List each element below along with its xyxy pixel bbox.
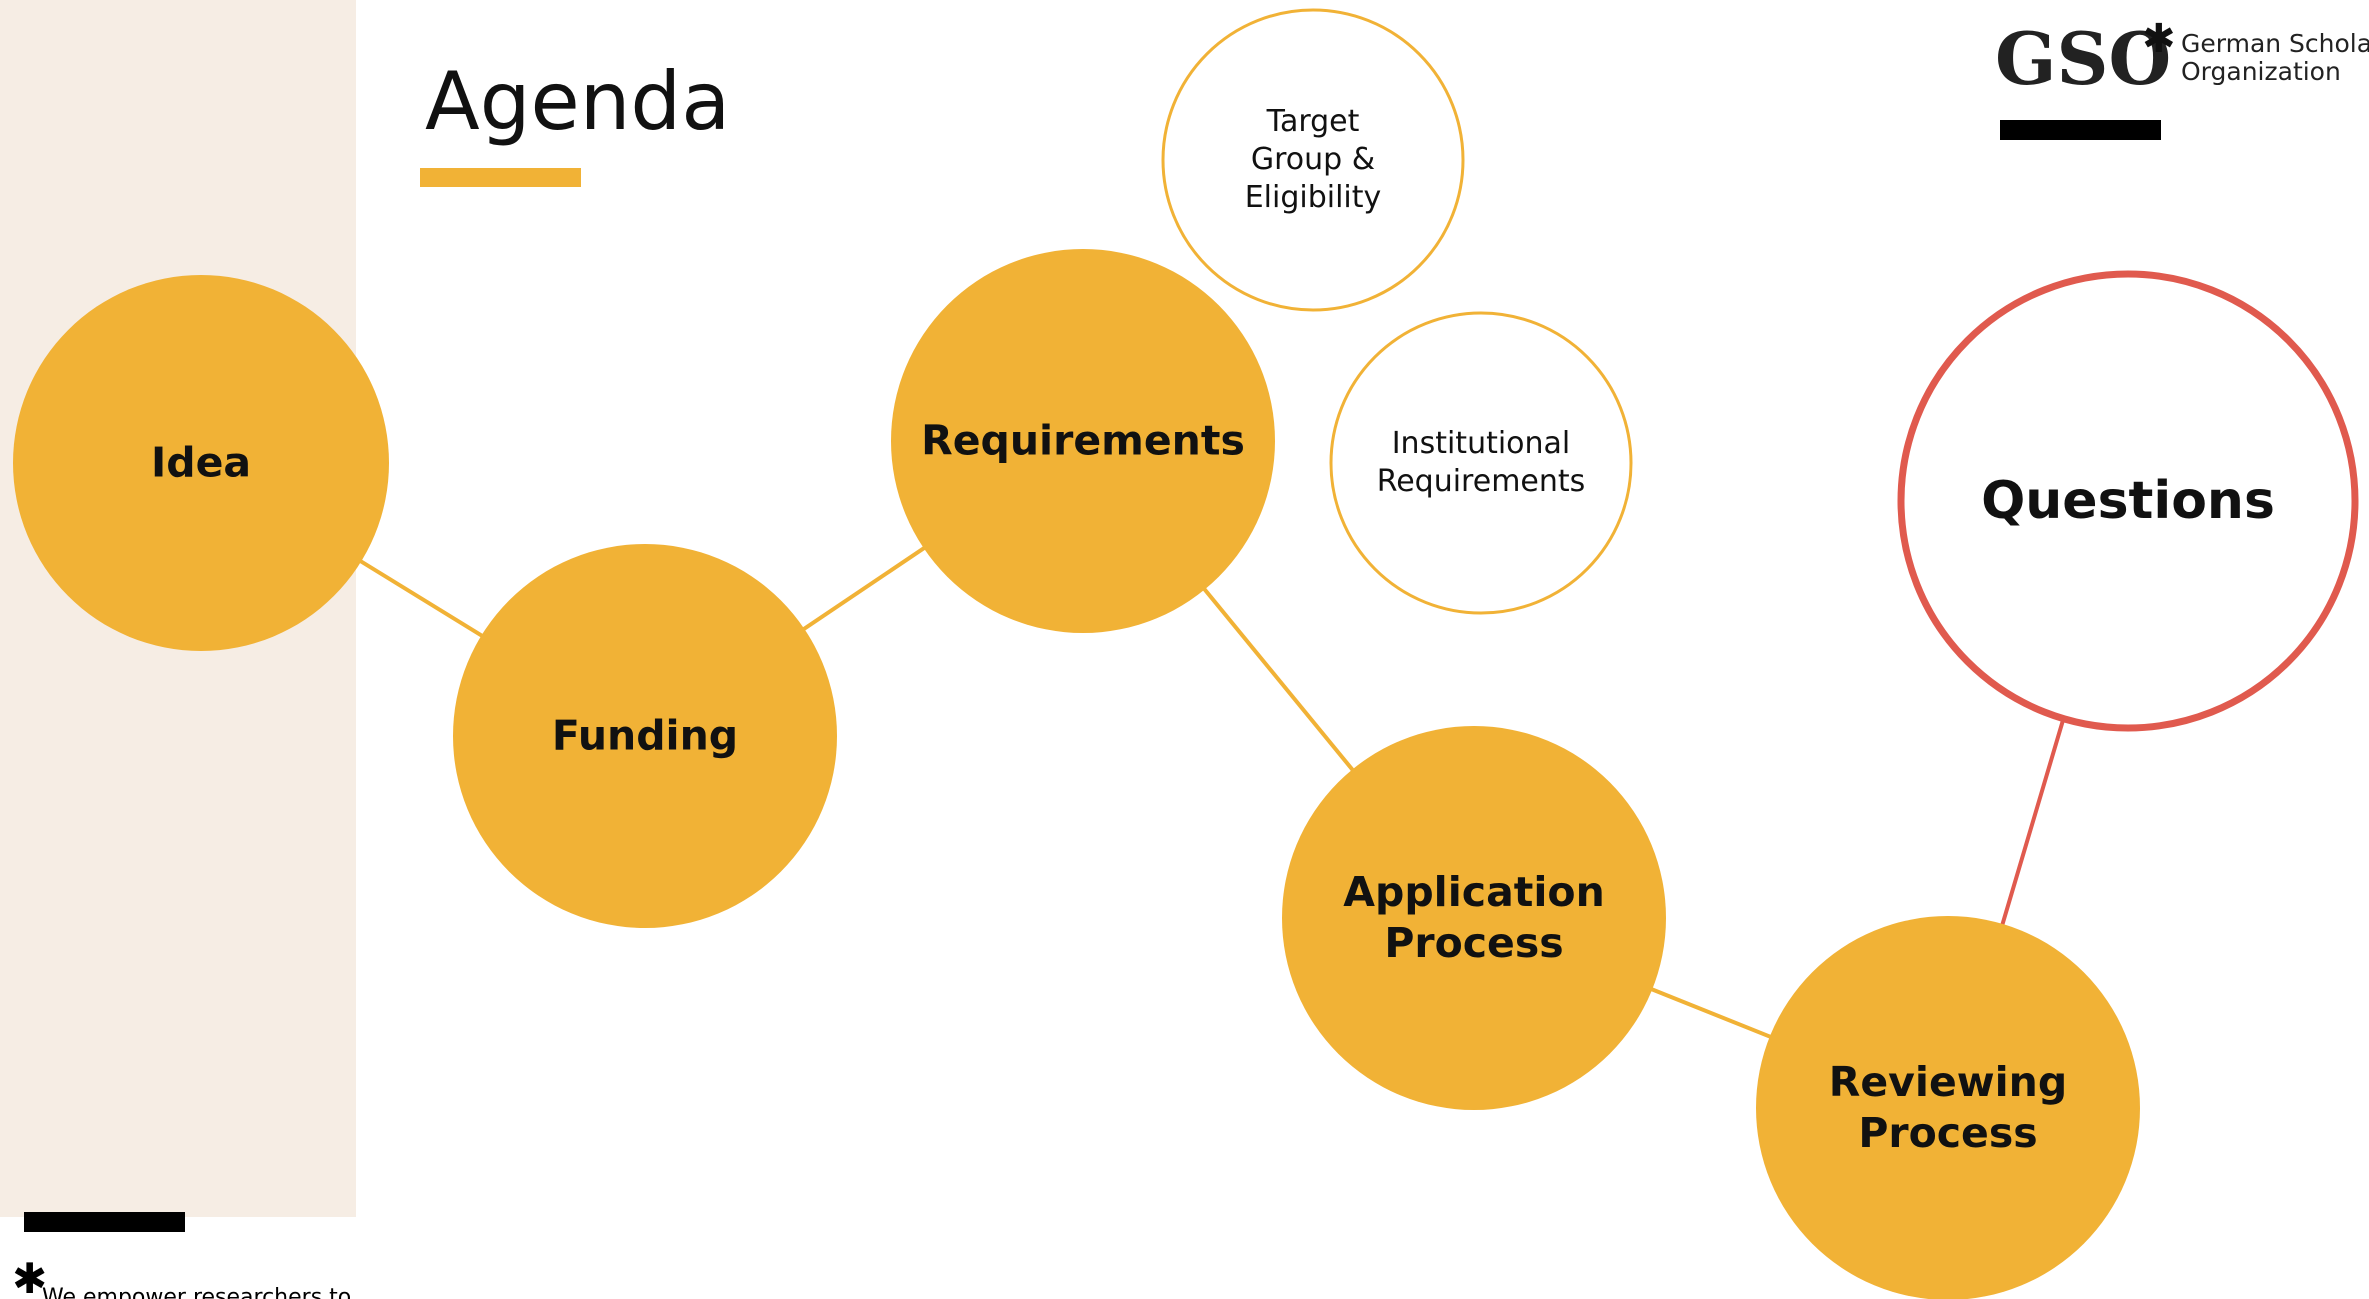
node-label-idea: Idea (151, 438, 251, 489)
logo-text-line: Organization (2181, 57, 2341, 86)
node-label-line: Reviewing (1828, 1058, 2068, 1106)
node-label-line: Group & (1250, 142, 1376, 177)
node-label-funding: Funding (552, 711, 738, 762)
node-label-line: Idea (150, 438, 252, 487)
node-label-line: Questions (1981, 471, 2275, 531)
nodes-layer (13, 8, 2359, 1299)
logo-star-icon: ✱ (2142, 16, 2176, 62)
node-circle-target-group (1161, 8, 1465, 312)
node-circle-requirements (891, 249, 1275, 633)
node-label-requirements: Requirements (921, 416, 1245, 467)
node-label-line: Process (1858, 1109, 2038, 1157)
node-circle-idea (13, 275, 389, 651)
logo-mark: GSO (1995, 16, 2172, 101)
logo-text-line: German Schola (2181, 29, 2369, 58)
node-circle-institutional (1329, 311, 1633, 615)
node-label-line: Requirements (921, 416, 1245, 465)
node-circle-questions (1897, 270, 2359, 732)
node-label-line: Eligibility (1244, 180, 1382, 215)
node-label-line: Institutional (1391, 426, 1571, 461)
node-circle-reviewing (1756, 916, 2140, 1299)
node-label-line: Application (1343, 868, 1605, 916)
title-underline (420, 168, 581, 187)
footer-asterisk-icon: ✱ (12, 1254, 48, 1299)
footer-text: We empower researchers to (42, 1285, 352, 1299)
node-label-questions: Questions (1981, 471, 2275, 531)
node-circle-funding (453, 544, 837, 928)
sidebar-accent-bar (24, 1212, 185, 1232)
node-label-line: Funding (551, 711, 739, 760)
node-circle-application (1282, 726, 1666, 1110)
node-label-line: Target (1266, 104, 1360, 139)
logo-bar (2000, 120, 2161, 140)
node-label-line: Process (1384, 919, 1564, 967)
page-title: Agenda (425, 55, 731, 148)
logo-text: German Schola Organization (2181, 30, 2369, 86)
node-label-line: Requirements (1376, 464, 1586, 499)
